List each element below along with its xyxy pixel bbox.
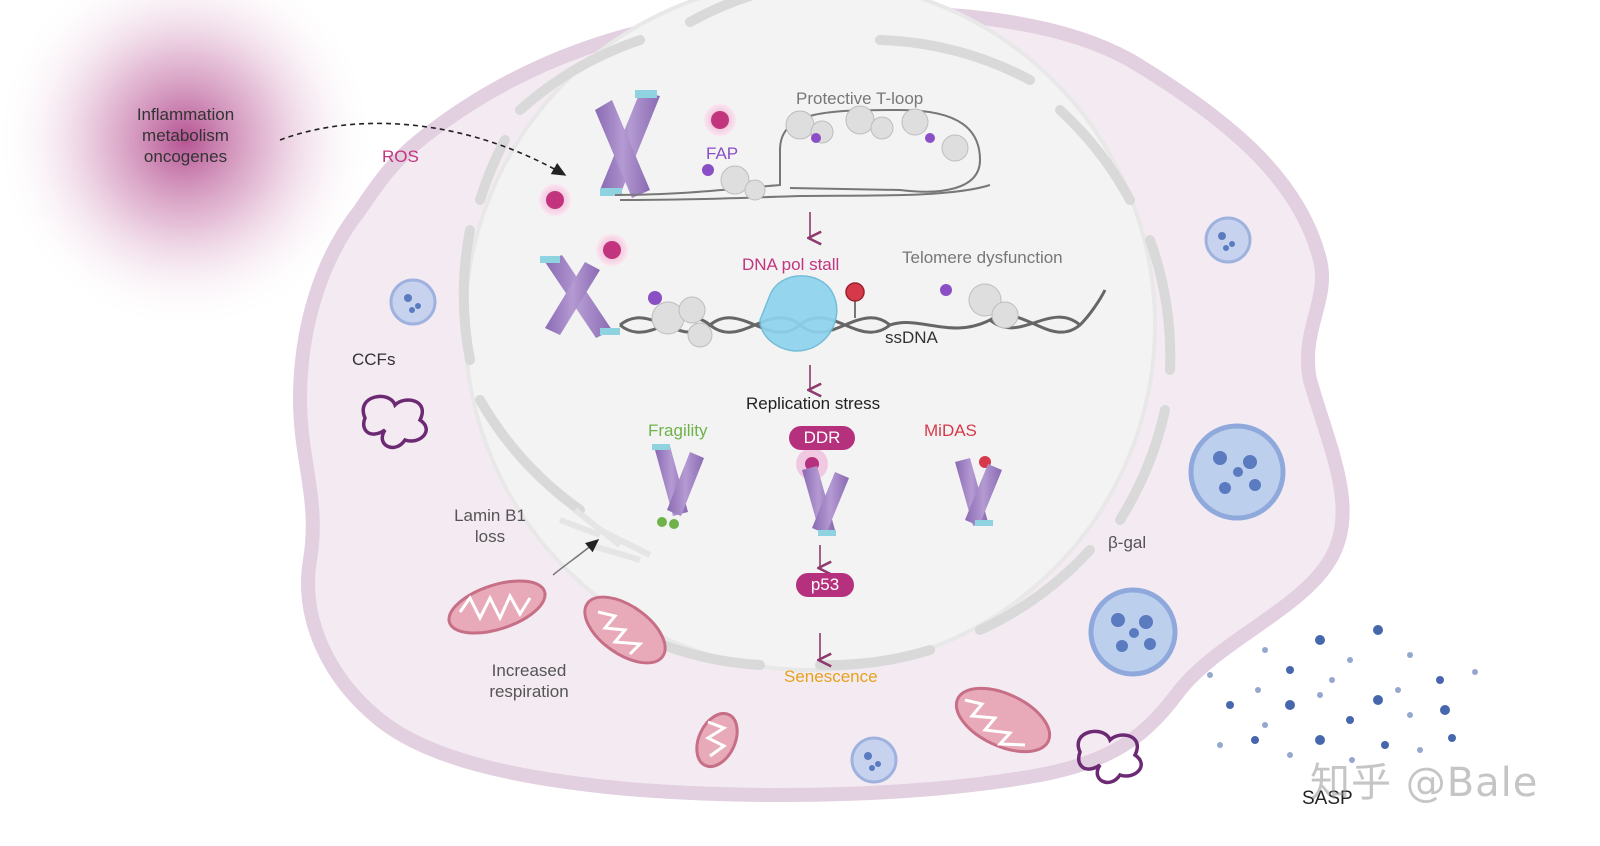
sasp-dot: [1315, 735, 1325, 745]
fap-label: FAP: [706, 144, 739, 163]
sasp-secreted-factors: [1207, 625, 1478, 763]
singlet-oxygen-3: [596, 234, 628, 266]
sasp-dot: [1226, 701, 1234, 709]
dna-polymerase: [759, 275, 838, 352]
sasp-dot: [1436, 676, 1444, 684]
dna-protein-complexes: [651, 283, 1019, 348]
sasp-dot: [1373, 695, 1383, 705]
chromosome-fragility: [652, 444, 704, 529]
p53-badge: p53: [796, 573, 854, 597]
ccf-squiggle-1: [361, 394, 428, 450]
ccfs-label: CCFs: [352, 350, 396, 369]
lamin-b1-label-line2: loss: [474, 527, 506, 546]
sasp-dot: [1440, 705, 1450, 715]
telomere-dysfunction-label: Telomere dysfunction: [902, 248, 1063, 267]
singlet-oxygen-1: [704, 104, 736, 136]
sasp-dot: [1262, 722, 1268, 728]
oxidized-base-marker: [845, 282, 865, 318]
zhihu-watermark: 知乎 @Bale: [1310, 760, 1539, 806]
sasp-dot: [1395, 687, 1401, 693]
stressor-label-metabolism: metabolism: [142, 126, 229, 145]
vesicle-small-bottom: [850, 736, 898, 784]
replication-stress-label: Replication stress: [746, 394, 881, 413]
protective-t-loop-label: Protective T-loop: [796, 89, 924, 108]
increased-respiration-label-line2: respiration: [489, 682, 569, 701]
sasp-dot: [1472, 669, 1478, 675]
sasp-dot: [1262, 647, 1268, 653]
lysosome-large-2: [1088, 587, 1178, 677]
sasp-dot: [1417, 747, 1423, 753]
senescence-label: Senescence: [784, 667, 878, 686]
sasp-dot: [1285, 700, 1295, 710]
singlet-oxygen-2: [539, 184, 571, 216]
chromosome-midas: [955, 456, 1002, 526]
beta-gal-label: β-gal: [1108, 533, 1147, 552]
dna-fap-markers: [648, 284, 952, 305]
sasp-dot: [1329, 677, 1335, 683]
sasp-dot: [1407, 712, 1413, 718]
mitochondrion-4: [954, 686, 1052, 754]
fragility-label: Fragility: [648, 421, 708, 440]
ddr-badge: DDR: [789, 426, 855, 450]
sasp-dot: [1349, 757, 1355, 763]
lysosome-large-1: [1188, 423, 1286, 521]
increased-respiration-label-line1: Increased: [491, 661, 567, 680]
sasp-dot: [1255, 687, 1261, 693]
ccf-squiggle-2: [1076, 729, 1143, 785]
mitochondrion-3: [695, 712, 739, 768]
stressor-label-inflammation: Inflammation: [136, 105, 235, 124]
vesicle-small-left: [389, 278, 437, 326]
sasp-dot: [1373, 625, 1383, 635]
chromosome-top: [595, 90, 660, 198]
mitochondrion-1: [447, 579, 547, 635]
ssdna-label: ssDNA: [885, 328, 938, 347]
sasp-dot: [1315, 635, 1325, 645]
sasp-dot: [1347, 657, 1353, 663]
sasp-dot: [1207, 672, 1213, 678]
vesicle-small-right: [1204, 216, 1252, 264]
dna-pol-stall-label: DNA pol stall: [742, 255, 840, 274]
lamin-breakage: [558, 507, 652, 563]
sasp-dot: [1346, 716, 1354, 724]
sasp-dot: [1287, 752, 1293, 758]
sasp-label: SASP: [1302, 788, 1353, 809]
lamin-b1-label-line1: Lamin B1: [454, 506, 526, 525]
sasp-dot: [1251, 736, 1259, 744]
fap-markers: [702, 133, 935, 176]
chromosome-middle: [540, 255, 620, 338]
sasp-dot: [1448, 734, 1456, 742]
mitochondrion-2: [583, 595, 667, 665]
midas-label: MiDAS: [924, 421, 977, 440]
sasp-dot: [1317, 692, 1323, 698]
lamin-loss-arrow: [552, 539, 600, 576]
stressor-label-oncogenes: oncogenes: [143, 147, 228, 166]
sasp-dot: [1217, 742, 1223, 748]
sasp-dot: [1286, 666, 1294, 674]
stressor-glow: [0, 0, 375, 330]
sasp-dot: [1407, 652, 1413, 658]
chromosome-ddr: [796, 448, 849, 536]
nuclear-lamina: [458, 0, 1176, 671]
ros-arrow: [279, 122, 567, 176]
sasp-dot: [1381, 741, 1389, 749]
ros-label: ROS: [382, 147, 419, 166]
shelterin-complexes: [720, 105, 969, 201]
